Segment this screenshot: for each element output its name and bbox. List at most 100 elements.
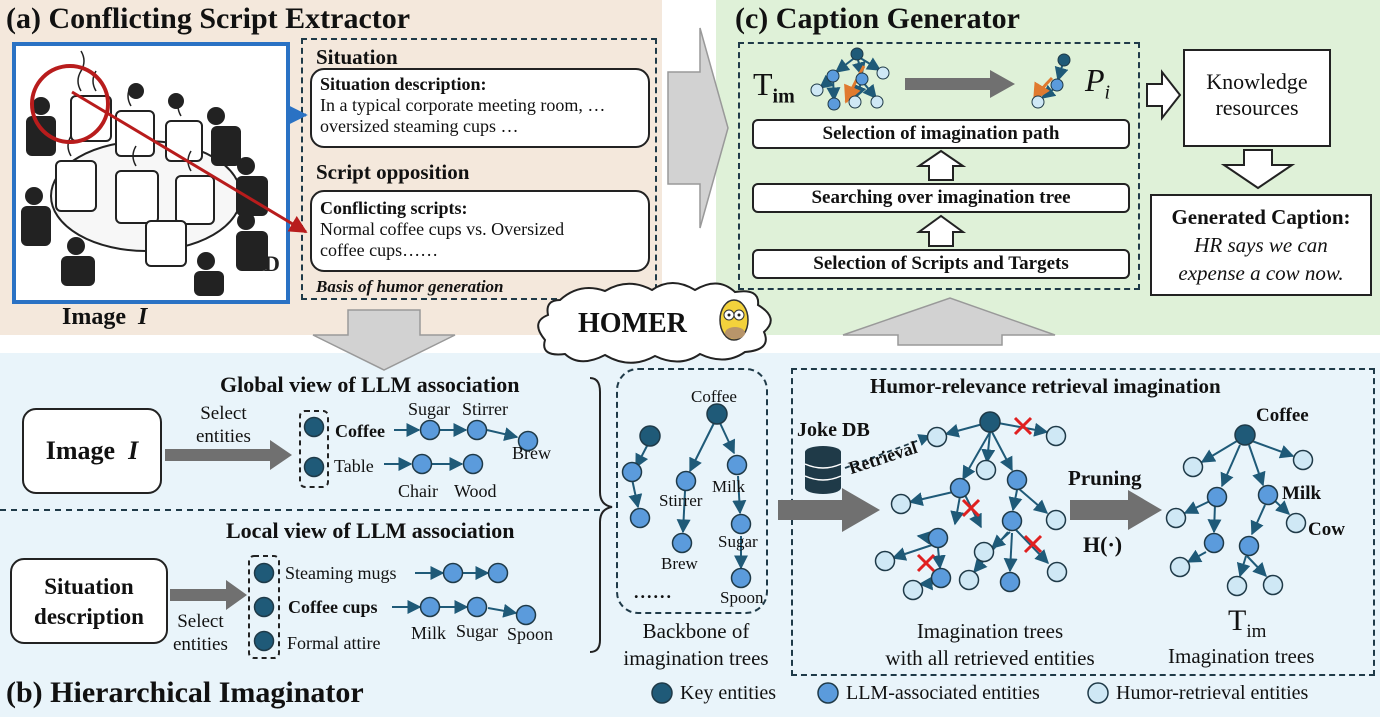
arrow-image-to-entities [165, 440, 292, 470]
knowledge-line1: Knowledge [1206, 69, 1308, 94]
pruning-cross-icons [916, 416, 1043, 573]
final-cow: Cow [1308, 519, 1345, 540]
generated-caption-box: Generated Caption: HR says we can expens… [1150, 194, 1372, 296]
p-i-label: Pi [1085, 62, 1111, 104]
global-entity-table: Table [334, 456, 374, 476]
homer-label: HOMER [578, 308, 687, 339]
situation-header: Situation [316, 45, 398, 69]
global-key-entities-box [299, 410, 329, 488]
retrieval-title: Humor-relevance retrieval imagination [870, 374, 1221, 398]
knowledge-resources-box: Knowledge resources [1183, 49, 1331, 147]
global-entity-chair: Chair [398, 481, 438, 501]
c-path-small [1031, 53, 1071, 109]
database-icon [804, 446, 842, 494]
global-entity-wood: Wood [454, 481, 497, 501]
situation-input-box: Situation description [10, 558, 168, 644]
global-select-label: Select entities [196, 403, 251, 447]
script-opposition-header: Script opposition [316, 160, 470, 184]
backbone-spoon: Spoon [720, 588, 764, 607]
backbone-sugar: Sugar [718, 532, 758, 551]
panel-b-background [0, 353, 1380, 717]
final-t-im: Tim [1228, 604, 1267, 642]
retrieval-panel [791, 368, 1375, 676]
global-entity-brew: Brew [512, 443, 551, 463]
big-arrow-a-to-c [667, 27, 729, 229]
legend-humor-label: Humor-retrieval entities [1116, 682, 1309, 704]
meeting-cartoon-icon: D [21, 50, 280, 296]
situation-description-line1: In a typical corporate meeting room, … [320, 95, 606, 115]
backbone-nodes [621, 403, 752, 589]
conflicting-scripts-box: Conflicting scripts: Normal coffee cups … [310, 190, 650, 272]
backbone-dots: ...... [634, 582, 673, 602]
legend [651, 682, 1109, 704]
conflicting-scripts-title: Conflicting scripts: [320, 198, 468, 218]
global-entity-sugar: Sugar [408, 399, 450, 419]
situation-box-line2: description [34, 604, 144, 629]
joke-db-label: Joke DB [797, 419, 870, 441]
local-view-title: Local view of LLM association [226, 518, 515, 543]
image-label: Image I [62, 304, 148, 330]
basis-label: Basis of humor generation [316, 277, 504, 296]
t-im-label: Tim [753, 66, 795, 108]
situation-box-line1: Situation [44, 574, 134, 599]
global-entity-stirrer: Stirrer [462, 399, 508, 419]
step-searching-tree: Searching over imagination tree [752, 183, 1130, 213]
legend-key-label: Key entities [680, 682, 777, 704]
section-a-title: (a) Conflicting Script Extractor [6, 2, 411, 35]
final-caption: Imagination trees [1168, 644, 1315, 668]
c-right-arrow-knowledge [1146, 69, 1182, 121]
local-entity-sugar: Sugar [456, 621, 498, 641]
global-view-title: Global view of LLM association [220, 372, 520, 397]
cartoon-image-frame: D [12, 42, 290, 304]
backbone-edges [628, 422, 748, 570]
big-arrow-a-to-b [312, 309, 456, 371]
situation-description-line2: oversized steaming cups … [320, 116, 519, 136]
local-entity-steaming: Steaming mugs [285, 563, 397, 583]
global-nodes [303, 416, 539, 478]
backbone-coffee: Coffee [691, 387, 737, 406]
situation-description-title: Situation description: [320, 74, 487, 94]
arrow-pruning [1070, 490, 1162, 530]
brace [589, 377, 613, 653]
conflicting-scripts-line1: Normal coffee cups vs. Oversized [320, 219, 565, 239]
arrow-backbone-to-retrieval [778, 488, 880, 532]
section-c-title: (c) Caption Generator [735, 2, 1020, 35]
c-tree-left-path [844, 65, 866, 104]
local-key-entities-box [248, 555, 280, 659]
backbone-caption: Backbone of imagination trees [623, 619, 769, 670]
homer-cloud [537, 282, 772, 364]
knowledge-line2: resources [1215, 95, 1299, 120]
legend-key-swatch [651, 682, 673, 704]
c-up-arrow-2 [915, 214, 967, 247]
image-to-script-arrow [71, 90, 308, 234]
c-down-arrow-caption [1220, 149, 1296, 190]
final-milk: Milk [1282, 483, 1322, 504]
final-coffee: Coffee [1256, 405, 1309, 426]
caption-line1: HR says we can [1194, 233, 1328, 257]
big-arrow-b-to-c [842, 297, 1056, 346]
situation-panel [301, 38, 657, 300]
step-selection-scripts: Selection of Scripts and Targets [752, 249, 1130, 279]
caption-line2: expense a cow now. [1178, 261, 1344, 285]
final-edges [1183, 440, 1295, 578]
legend-llm-swatch [817, 682, 839, 704]
c-up-arrow-1 [915, 149, 967, 181]
situation-description-box: Situation description: In a typical corp… [310, 68, 650, 148]
local-entity-spoon: Spoon [507, 624, 554, 644]
final-nodes [1165, 424, 1314, 597]
local-entity-milk: Milk [411, 623, 447, 643]
step-selection-path: Selection of imagination path [752, 119, 1130, 149]
arrow-situation-to-entities [170, 580, 247, 610]
backbone-brew: Brew [661, 554, 698, 573]
backbone-milk: Milk [712, 477, 746, 496]
conflicting-scripts-line2: coffee cups…… [320, 240, 439, 260]
pruning-label: Pruning [1068, 466, 1142, 490]
image-input-box: Image I [22, 408, 162, 494]
trees-all-caption: Imagination trees with all retrieved ent… [885, 619, 1095, 670]
local-nodes [253, 562, 537, 652]
section-b-title: (b) Hierarchical Imaginator [6, 676, 364, 709]
local-select-label: Select entities [173, 611, 228, 655]
retrieval-nodes [874, 411, 1068, 601]
svg-text:D: D [264, 251, 280, 276]
backbone-stirrer: Stirrer [659, 491, 703, 510]
